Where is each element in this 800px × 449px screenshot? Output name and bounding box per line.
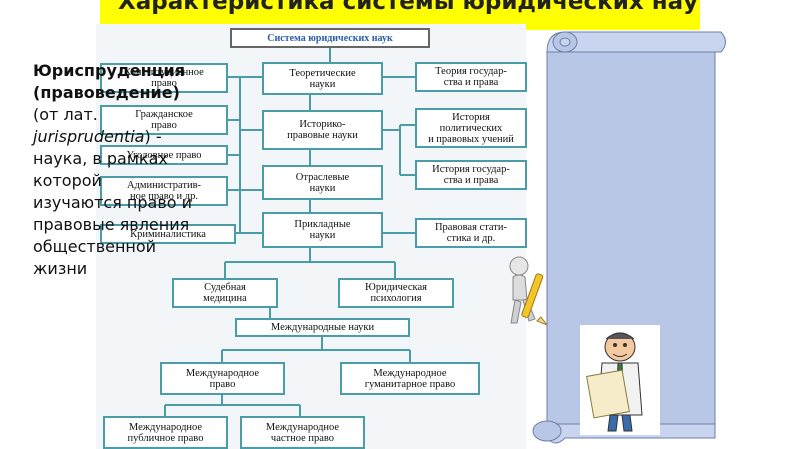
root-node: Система юридических наук xyxy=(230,28,430,48)
center-node-theoretical: Теоретические науки xyxy=(262,62,383,95)
forensic-medicine-node: Судебная медицина xyxy=(172,278,278,308)
international-humanitarian-law-node: Международное гуманитарное право xyxy=(340,362,480,395)
legal-psychology-node: Юридическая психология xyxy=(338,278,454,308)
international-law-node: Международное право xyxy=(160,362,285,395)
private-international-law-node: Международное частное право xyxy=(240,416,365,449)
walking-figure-icon xyxy=(509,256,549,327)
definition-term: Юриспруденция (правоведение) xyxy=(33,61,186,102)
center-node-applied: Прикладные науки xyxy=(262,212,383,248)
public-international-law-node: Международное публичное право xyxy=(103,416,228,449)
definition-rest: ) - наука, в рамках которой изучаются пр… xyxy=(33,127,193,278)
right-node-statistics: Правовая стати- стика и др. xyxy=(415,218,527,248)
definition-text: Юриспруденция (правоведение) (от лат. ju… xyxy=(33,60,193,280)
right-node-history-political: История политических и правовых учений xyxy=(415,108,527,148)
center-node-historical: Историко- правовые науки xyxy=(262,110,383,150)
left-node-criminal: Уголовное право xyxy=(100,145,228,165)
left-node-criminalistics: Криминалистика xyxy=(100,224,236,244)
cartoon-lawyer-icon xyxy=(580,325,660,435)
left-node-administrative: Административ- ное право и др. xyxy=(100,176,228,206)
center-node-branch: Отраслевые науки xyxy=(262,165,383,200)
left-node-constitutional: Конституционное право xyxy=(100,63,228,93)
right-node-theory: Теория государ- ства и права xyxy=(415,62,527,92)
left-node-civil: Гражданское право xyxy=(100,105,228,135)
right-node-history-state: История государ- ства и права xyxy=(415,160,527,190)
slide-title: Характеристика системы юридических наук xyxy=(118,0,700,15)
international-sciences-node: Международные науки xyxy=(235,318,410,337)
definition-latin-prefix: (от лат. xyxy=(33,105,98,124)
definition-latin-word: jurisprudentia xyxy=(33,127,145,146)
